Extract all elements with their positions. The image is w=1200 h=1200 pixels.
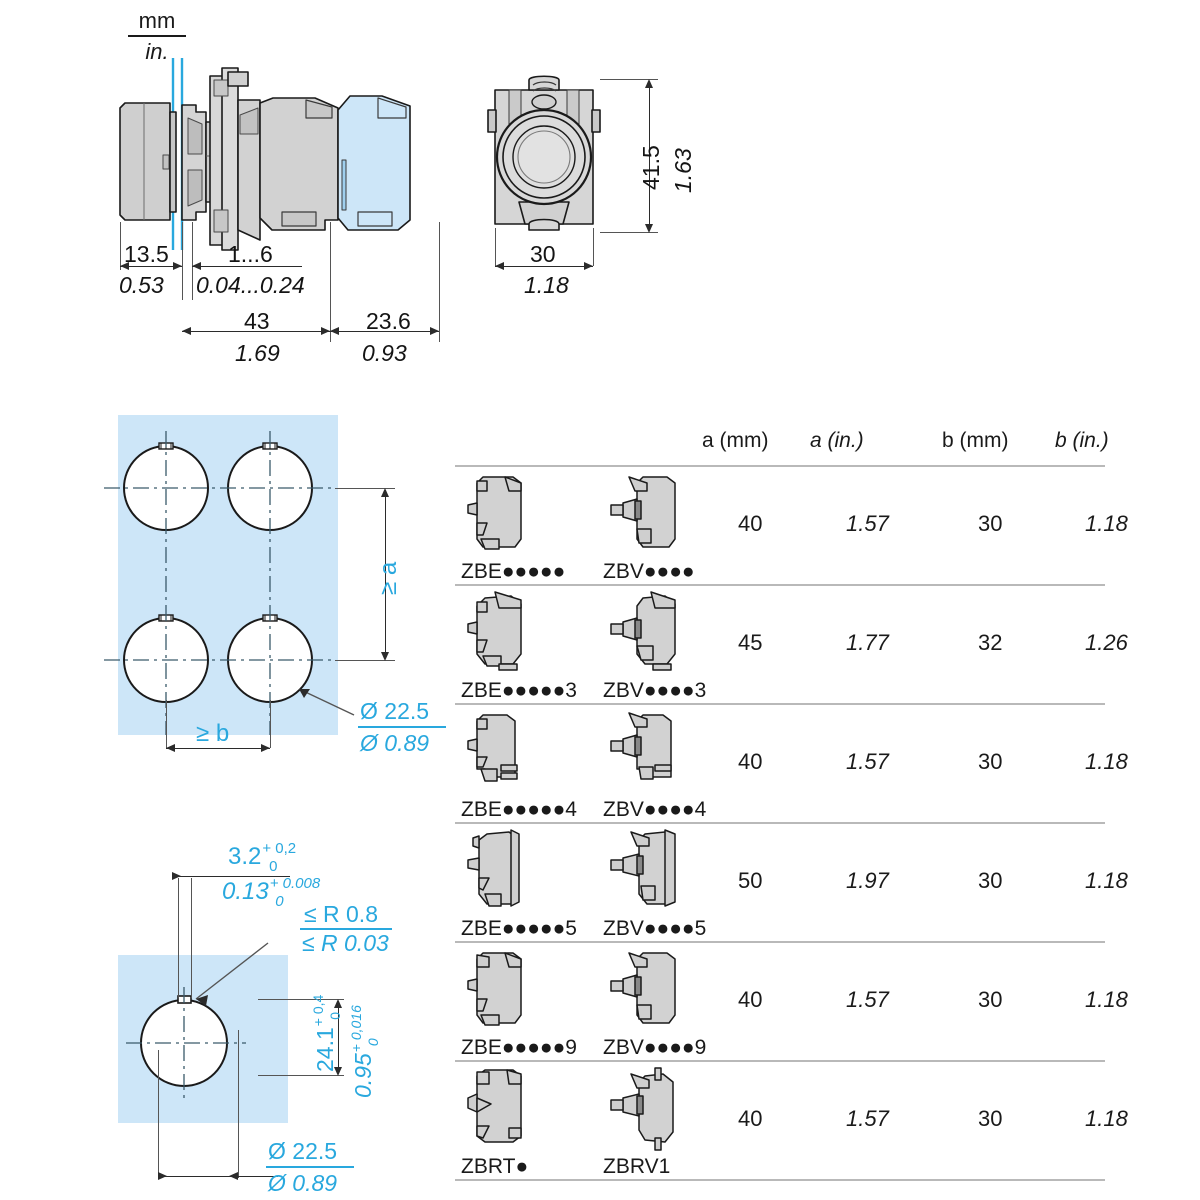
table-divider — [455, 584, 1105, 586]
hole-detail-diagram — [118, 942, 338, 1170]
contact-block-zbe-icon — [465, 829, 527, 908]
ref-zbv: ZBV●●●●9 — [603, 1036, 707, 1059]
table-divider — [455, 465, 1105, 467]
cell-b-mm: 30 — [978, 511, 1003, 536]
header-a-mm: a (mm) — [702, 429, 769, 452]
table-header-row: a (mm) a (in.) b (mm) b (in.) — [455, 425, 1109, 465]
table-row: 40 1.57 30 1.18 ZBE●●●●● ZBV●●●● — [455, 467, 1128, 584]
cell-b-mm: 30 — [978, 868, 1003, 893]
dim-41.5-mm: 41.5 — [638, 145, 664, 190]
cell-a-in: 1.97 — [846, 868, 889, 893]
dim-43-mm: 43 — [244, 308, 270, 334]
unit-mm-label: mm — [138, 8, 176, 33]
cell-a-mm: 40 — [738, 987, 763, 1012]
hole-detail-notch-width-in: 0.13+ 0.0080 — [222, 875, 321, 910]
ref-zbe: ZBE●●●●●4 — [461, 798, 577, 821]
table-divider — [455, 941, 1105, 943]
hole-pattern-diagram — [104, 415, 355, 745]
cell-a-mm: 50 — [738, 868, 763, 893]
header-b-mm: b (mm) — [942, 429, 1009, 452]
cell-b-in: 1.18 — [1085, 868, 1128, 893]
ref-zbe: ZBE●●●●●9 — [461, 1036, 577, 1059]
contact-block-zbe-icon — [465, 473, 527, 551]
cell-a-mm: 40 — [738, 749, 763, 774]
dim-30-in: 1.18 — [524, 272, 569, 298]
table-row: 40 1.57 30 1.18 ZBE●●●●●4 ZBV●●●●4 — [455, 705, 1128, 822]
contact-block-zbe-icon — [465, 591, 527, 671]
cell-b-in: 1.18 — [1085, 1106, 1128, 1131]
hole-pattern-diameter-in: Ø 0.89 — [360, 730, 430, 756]
table-divider — [455, 1179, 1105, 1181]
dim-23.6-in: 0.93 — [362, 340, 407, 366]
cell-b-in: 1.18 — [1085, 511, 1128, 536]
side-view-drawing — [110, 58, 460, 251]
cell-b-in: 1.26 — [1085, 630, 1128, 655]
contact-block-zbv-icon — [607, 829, 679, 908]
hole-detail-radius-in: ≤ R 0.03 — [302, 930, 389, 956]
hole-detail-height-in: 0.95+ 0,0160 — [348, 1005, 381, 1098]
contact-block-zbrt-icon — [465, 1068, 527, 1146]
table-row: 40 1.57 30 1.18 ZBE●●●●●9 ZBV●●●●9 — [455, 943, 1128, 1060]
ref-zbrv1: ZBRV1 — [603, 1155, 671, 1178]
contact-block-zbe-icon — [465, 949, 527, 1027]
cell-a-mm: 40 — [738, 1106, 763, 1131]
ref-zbv: ZBV●●●●3 — [603, 679, 707, 702]
cell-b-mm: 30 — [978, 987, 1003, 1012]
cell-a-mm: 45 — [738, 630, 763, 655]
front-view-drawing — [483, 72, 613, 242]
table-row: 50 1.97 30 1.18 ZBE●●●●●5 ZBV●●●●5 — [455, 824, 1128, 941]
contact-block-zbrv1-icon — [607, 1067, 679, 1151]
cell-b-mm: 32 — [978, 630, 1003, 655]
cell-b-mm: 30 — [978, 749, 1003, 774]
contact-block-zbv-icon — [607, 711, 679, 789]
table-divider — [455, 703, 1105, 705]
dim-41.5-in: 1.63 — [670, 148, 696, 193]
cell-b-in: 1.18 — [1085, 749, 1128, 774]
cell-a-in: 1.77 — [846, 630, 889, 655]
ref-zbv: ZBV●●●●5 — [603, 917, 707, 940]
dim-43-in: 1.69 — [235, 340, 280, 366]
dim-13.5-mm: 13.5 — [124, 241, 169, 267]
dim-1-6-in: 0.04...0.24 — [196, 272, 305, 298]
table-divider — [455, 1060, 1105, 1062]
hole-pattern-a-label: ≥ a — [375, 561, 402, 595]
header-b-in: b (in.) — [1055, 429, 1109, 452]
cell-b-in: 1.18 — [1085, 987, 1128, 1012]
ref-zbe: ZBE●●●●●3 — [461, 679, 577, 702]
ref-zbe: ZBE●●●●● — [461, 560, 566, 583]
table-row: 45 1.77 32 1.26 ZBE●●●●●3 ZBV●●●●3 — [455, 586, 1128, 703]
header-a-in: a (in.) — [810, 429, 864, 452]
unit-divider — [128, 35, 186, 38]
dim-23.6-mm: 23.6 — [366, 308, 411, 334]
cell-b-mm: 30 — [978, 1106, 1003, 1131]
cell-a-in: 1.57 — [846, 749, 889, 774]
hole-detail-height-mm: 24.1+ 0,40 — [310, 994, 343, 1072]
hole-detail-diameter-in: Ø 0.89 — [268, 1170, 338, 1196]
hole-pattern-diameter-mm: Ø 22.5 — [360, 698, 430, 724]
ref-zbv: ZBV●●●●4 — [603, 798, 707, 821]
contact-block-zbv-icon — [607, 949, 679, 1027]
unit-in-label: in. — [145, 39, 169, 65]
cell-a-in: 1.57 — [846, 511, 889, 536]
table-divider — [455, 822, 1105, 824]
hole-detail-diameter-mm: Ø 22.5 — [268, 1138, 338, 1164]
dim-13.5-in: 0.53 — [119, 272, 164, 298]
hole-pattern-b-label: ≥ b — [196, 720, 230, 747]
cell-a-mm: 40 — [738, 511, 763, 536]
dim-1-6-mm: 1...6 — [228, 241, 273, 267]
ref-zbe: ZBE●●●●●5 — [461, 917, 577, 940]
ref-zbv: ZBV●●●● — [603, 560, 695, 583]
mounting-spacing-table: a (mm) a (in.) b (mm) b (in.) — [455, 425, 1128, 1181]
contact-block-zbe-icon — [465, 711, 527, 789]
cell-a-in: 1.57 — [846, 987, 889, 1012]
table-row: 40 1.57 30 1.18 ZBRT● ZBRV1 — [455, 1062, 1128, 1179]
dim-30-mm: 30 — [530, 241, 556, 267]
contact-block-zbv-icon — [607, 473, 679, 551]
cell-a-in: 1.57 — [846, 1106, 889, 1131]
hole-detail-notch-width-mm: 3.2+ 0,20 — [228, 840, 297, 875]
unit-legend: mm in. — [128, 8, 186, 65]
contact-block-zbv-icon — [607, 591, 679, 671]
hole-detail-radius-mm: ≤ R 0.8 — [304, 901, 378, 927]
ref-zbrt: ZBRT● — [461, 1155, 529, 1178]
